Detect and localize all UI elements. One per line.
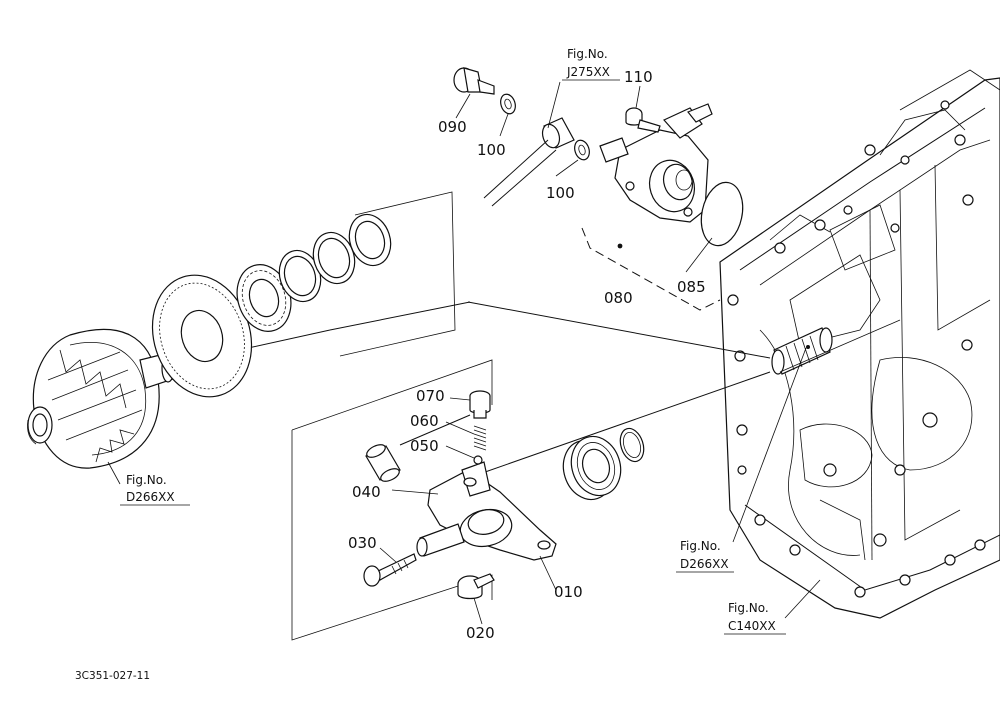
friction-plate xyxy=(151,274,253,398)
drawing-code: 3C351-027-11 xyxy=(75,670,150,682)
figure-ref-j275-line1: Fig.No. xyxy=(567,47,608,61)
bolt-110 xyxy=(625,107,661,133)
transmission-housing xyxy=(719,69,1000,619)
figure-ref-c140-line1: Fig.No. xyxy=(728,601,769,615)
callout-090: 090 xyxy=(438,118,467,136)
plug xyxy=(469,390,491,419)
callout-labels: 090 100 100 110 085 080 070 060 050 040 … xyxy=(348,68,706,642)
o-ring xyxy=(700,181,744,247)
figure-ref-d266-right-line1: Fig.No. xyxy=(680,539,721,553)
spring xyxy=(473,425,487,451)
clutch-group-frame xyxy=(339,191,456,357)
banjo-bolt xyxy=(453,67,495,95)
callout-080: 080 xyxy=(604,289,633,307)
callout-040: 040 xyxy=(352,483,381,501)
callout-030: 030 xyxy=(348,534,377,552)
ball xyxy=(473,455,483,465)
figure-ref-j275-line2: J275XX xyxy=(566,65,610,79)
clutch-assembly xyxy=(27,328,177,469)
figure-ref-j275: Fig.No. J275XX xyxy=(562,47,620,81)
figure-ref-d266-left-line2: D266XX xyxy=(126,490,175,504)
callout-010: 010 xyxy=(554,583,583,601)
thrust-bearing xyxy=(236,264,292,332)
callout-050: 050 xyxy=(410,437,439,455)
valve-group-bracket xyxy=(581,227,721,311)
valve-body xyxy=(599,103,713,223)
callout-060: 060 xyxy=(410,412,439,430)
callout-070: 070 xyxy=(416,387,445,405)
spring-pin xyxy=(365,444,401,482)
lower-group-frame xyxy=(291,359,493,641)
banjo-fitting xyxy=(483,117,575,207)
snap-ring xyxy=(619,427,645,463)
figure-ref-d266-left: Fig.No. D266XX xyxy=(120,473,190,506)
figure-ref-d266-right: Fig.No. D266XX xyxy=(676,539,734,573)
callout-020: 020 xyxy=(466,624,495,642)
washer-100a xyxy=(500,93,516,115)
figure-ref-d266-right-line2: D266XX xyxy=(680,557,729,571)
bolt-020 xyxy=(457,573,495,600)
callout-100a: 100 xyxy=(477,141,506,159)
figure-ref-c140-line2: C140XX xyxy=(728,619,776,633)
callout-100b: 100 xyxy=(546,184,575,202)
shim-rings xyxy=(278,213,392,303)
splined-shaft xyxy=(771,327,833,375)
ball-bearing xyxy=(562,435,622,501)
bolt-030 xyxy=(363,553,417,587)
callout-110: 110 xyxy=(624,68,653,86)
figure-ref-d266-left-line1: Fig.No. xyxy=(126,473,167,487)
figure-ref-c140: Fig.No. C140XX xyxy=(724,601,786,635)
leader-lines xyxy=(107,81,821,625)
callout-085: 085 xyxy=(677,278,706,296)
washer-100b xyxy=(574,139,590,161)
fork-holder xyxy=(416,461,557,561)
